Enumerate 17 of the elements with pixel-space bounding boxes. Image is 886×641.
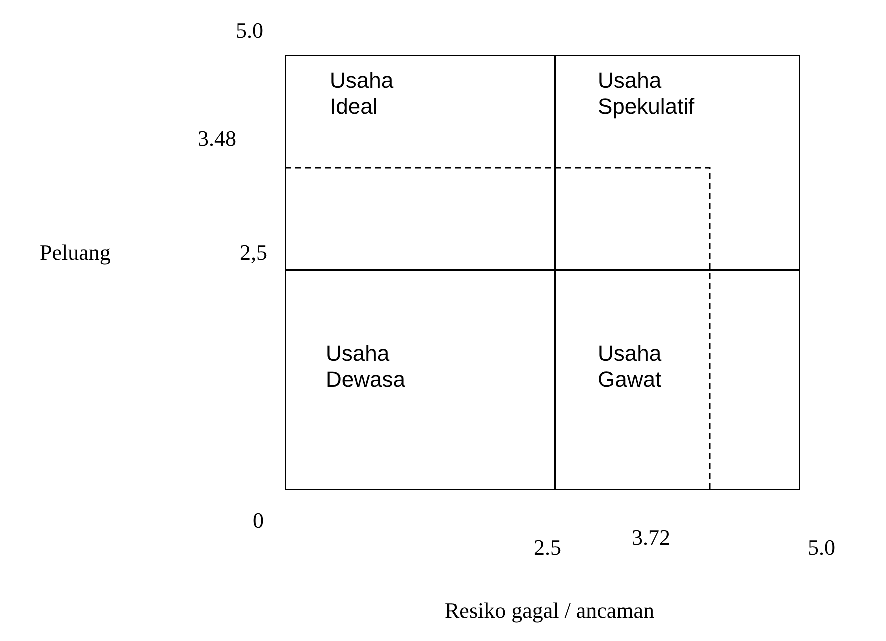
tick-label: 5.0 <box>236 18 264 44</box>
tick-label: 3.48 <box>198 126 236 152</box>
tick-label: 5.0 <box>808 535 836 561</box>
axis-title: Resiko gagal / ancaman <box>445 598 655 624</box>
quadrant-label: Usaha Spekulatif <box>598 68 695 121</box>
quadrant-box <box>285 270 555 490</box>
tick-label: 0 <box>253 508 264 534</box>
quadrant-label: Usaha Gawat <box>598 341 662 394</box>
tick-label: 2.5 <box>534 535 562 561</box>
axis-title: Peluang <box>40 240 111 266</box>
tick-label: 3.72 <box>632 525 670 551</box>
quadrant-box <box>555 270 800 490</box>
quadrant-box <box>285 55 555 270</box>
tick-label: 2,5 <box>240 240 268 266</box>
quadrant-label: Usaha Dewasa <box>326 341 406 394</box>
quadrant-box <box>555 55 800 270</box>
quadrant-label: Usaha Ideal <box>330 68 394 121</box>
